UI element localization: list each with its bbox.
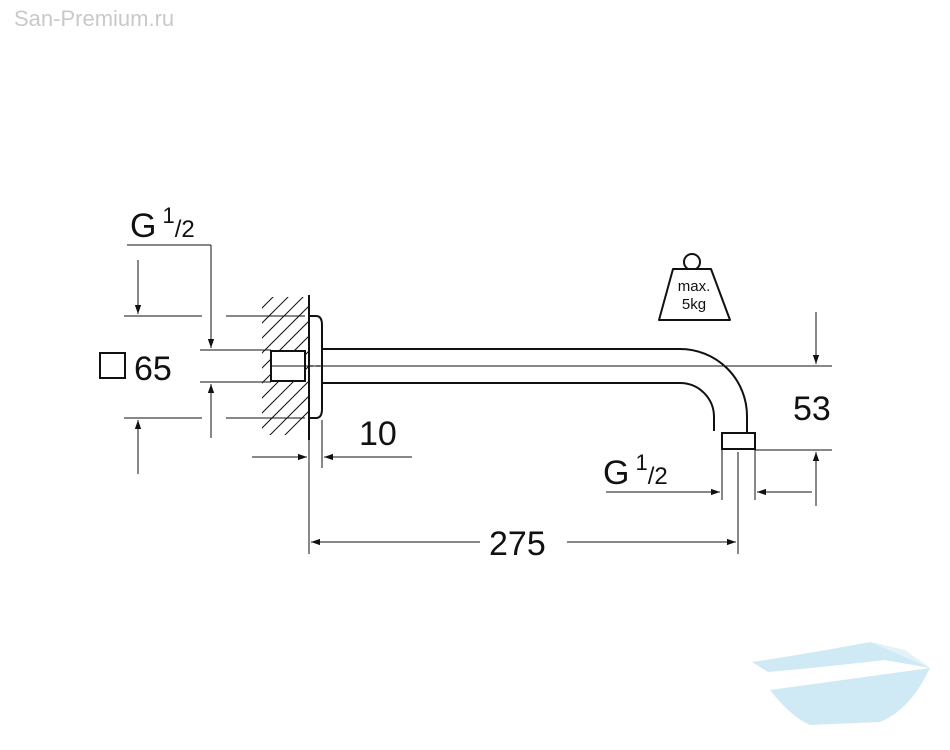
drop-height-label: 53	[793, 390, 831, 428]
outlet-nipple	[721, 432, 756, 450]
weight-icon: max. 5kg	[658, 253, 731, 321]
flange-depth-label: 10	[359, 415, 397, 453]
arm-length-dimension	[308, 440, 739, 554]
arm-length-label: 275	[489, 525, 546, 563]
wall-hatching	[262, 297, 309, 435]
outlet-thread-dimension	[606, 450, 812, 500]
drop-height-dimension	[755, 312, 832, 506]
flange-depth-dimension	[252, 420, 412, 468]
watermark-text: San-Premium.ru	[14, 6, 175, 31]
weight-label-line2: 5kg	[682, 296, 706, 313]
wall-flange	[308, 295, 323, 440]
square-icon	[99, 352, 126, 379]
shower-arm	[322, 348, 748, 433]
flange-size-dimension	[124, 260, 305, 474]
bathtub-logo-icon	[752, 642, 930, 725]
inlet-thread-dimension	[127, 244, 271, 438]
flange-size-label: 65	[134, 350, 172, 388]
weight-label-line1: max.	[678, 278, 711, 295]
